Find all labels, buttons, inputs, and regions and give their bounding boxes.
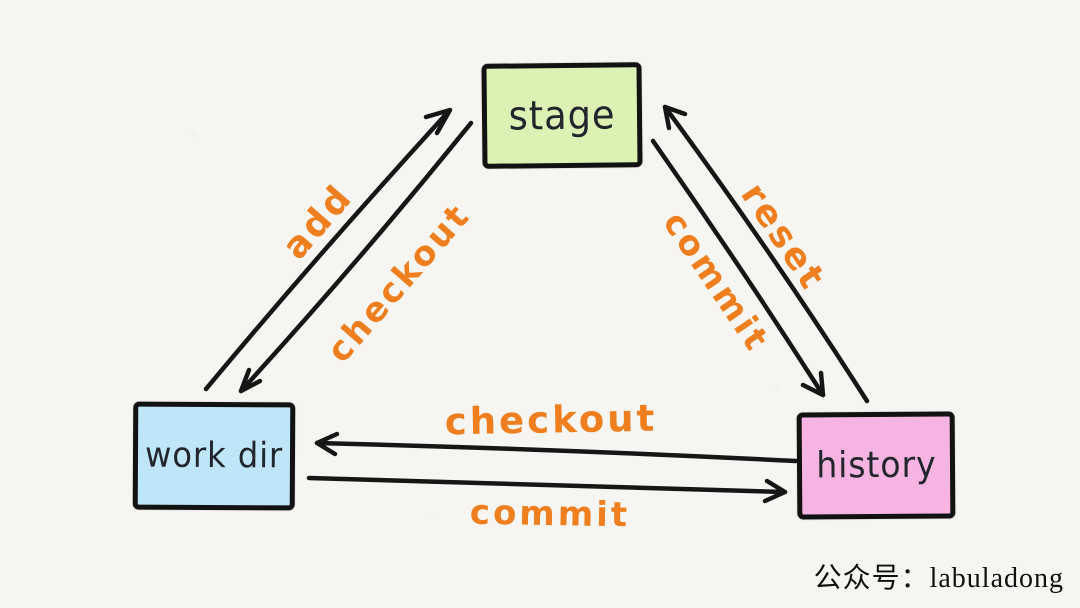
watermark-text: 公众号：labuladong bbox=[813, 563, 1064, 594]
arrows-group bbox=[203, 104, 870, 504]
checkout-horizontal-edge-label: checkout bbox=[444, 396, 658, 444]
reset-arrow bbox=[662, 104, 870, 404]
stage-node-label: stage bbox=[508, 91, 616, 140]
stage-node: stage bbox=[481, 62, 643, 169]
checkout-horizontal-arrow bbox=[314, 431, 799, 464]
history-node: history bbox=[796, 411, 956, 520]
add-arrow bbox=[203, 107, 453, 392]
commit-horizontal-edge-label: commit bbox=[469, 492, 631, 536]
checkout-to-workdir-arrow bbox=[238, 120, 474, 394]
workdir-node: work dir bbox=[132, 401, 296, 511]
commit-horizontal-arrow bbox=[306, 475, 788, 504]
workdir-node-label: work dir bbox=[144, 435, 284, 477]
history-node-label: history bbox=[815, 444, 937, 487]
commit-to-history-arrow bbox=[650, 138, 826, 398]
